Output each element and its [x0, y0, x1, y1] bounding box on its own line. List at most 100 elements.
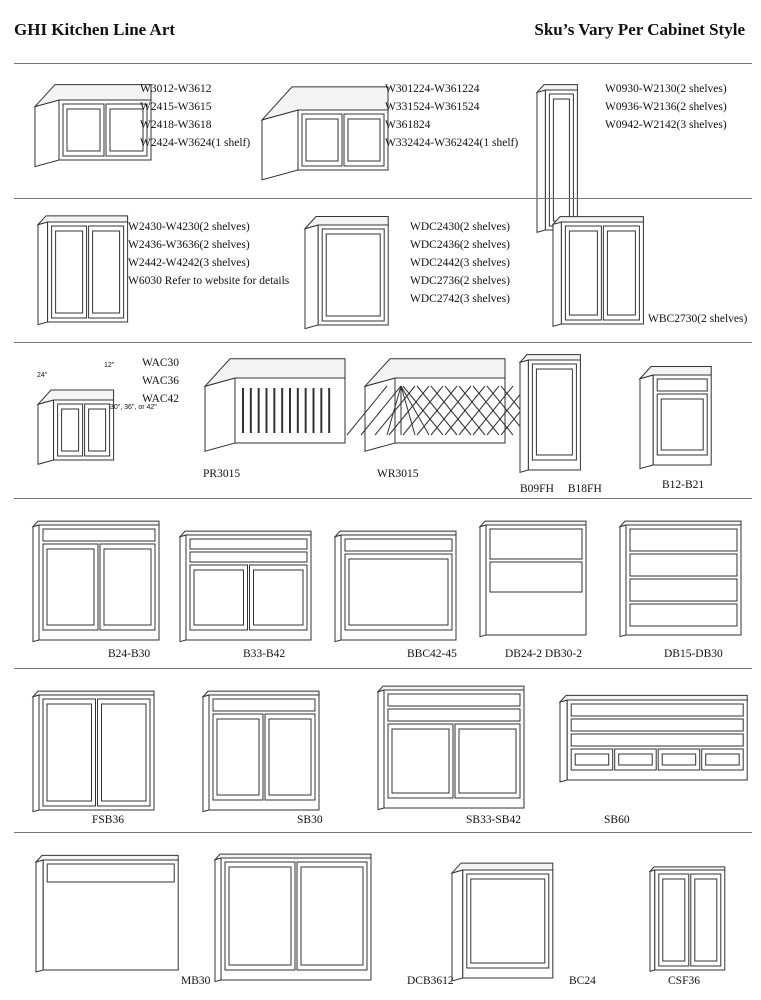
top-panel: [201, 690, 320, 698]
lattice: [472, 385, 514, 436]
lazy-susan-corner: [213, 853, 372, 983]
door-panel: [300, 866, 364, 966]
top-panel: [638, 366, 712, 380]
side-panel: [304, 224, 319, 330]
sku-label: WAC42: [142, 393, 180, 405]
sku-label: W2418-W3618: [140, 119, 212, 131]
door-panel: [88, 408, 107, 452]
lattice: [400, 385, 416, 436]
sku-label: WDC2736(2 shelves): [410, 275, 510, 287]
top-panel: [558, 694, 748, 703]
sku-label-group: CSF36: [668, 972, 700, 990]
top-panel: [33, 84, 152, 108]
drawer: [570, 733, 744, 747]
top-panel: [551, 216, 644, 226]
wall-cabinet-deep: [260, 86, 389, 181]
base-fill-hutch: [518, 354, 581, 473]
wall-cabinet-w30: [33, 84, 152, 168]
lattice: [416, 385, 458, 436]
side-panel: [214, 857, 222, 983]
top-panel: [535, 84, 578, 94]
plate-rack: [203, 358, 346, 452]
top-panel: [36, 215, 129, 226]
drawer: [387, 708, 521, 722]
side-panel: [32, 694, 40, 813]
door-panel: [325, 233, 381, 317]
sku-label: W0930-W2130(2 shelves): [605, 83, 727, 95]
door-panel: [66, 108, 101, 152]
door-panel: [103, 548, 152, 626]
door-panel: [568, 230, 598, 316]
top-panel: [36, 389, 115, 406]
sku-label: BBC42-45: [407, 648, 457, 660]
door-panel: [705, 753, 740, 766]
divider: [14, 198, 752, 199]
sku-label: FSB36: [92, 814, 124, 826]
sku-label-group: WDC2430(2 shelves)WDC2436(2 shelves)WDC2…: [410, 218, 510, 308]
sku-label: B09FH: [520, 483, 554, 495]
side-panel: [34, 99, 60, 168]
top-panel: [260, 86, 389, 121]
sku-label-group: BC24: [569, 972, 596, 990]
sku-label: B33-B42: [243, 648, 286, 660]
sku-label: W0936-W2136(2 shelves): [605, 101, 727, 113]
door-panel: [606, 230, 636, 316]
sku-label: W2415-W3615: [140, 101, 212, 113]
sku-label: WR3015: [377, 468, 419, 480]
door-panel: [535, 368, 573, 456]
side-panel: [179, 534, 187, 643]
top-panel: [31, 690, 155, 698]
drawer: [570, 703, 744, 717]
side-panel: [261, 109, 299, 181]
divider: [14, 832, 752, 833]
drawer: [46, 863, 175, 883]
top-panel: [213, 853, 372, 861]
sku-label: W0942-W2142(3 shelves): [605, 119, 727, 131]
base-diagonal-corner: [450, 862, 554, 982]
sku-label: DCB3612: [407, 975, 454, 987]
divider: [14, 498, 752, 499]
drawer: [489, 528, 583, 560]
sku-label-group: WR3015: [377, 465, 419, 483]
drawer: [189, 551, 308, 563]
drawer-base-4: [618, 520, 742, 638]
drawer: [629, 553, 738, 577]
sku-label-group: SB30: [297, 811, 323, 829]
door-panel: [470, 878, 546, 964]
lattice: [388, 385, 430, 436]
dimension-label: 30", 36", or 42": [110, 404, 157, 411]
side-panel: [552, 221, 562, 327]
sku-label: WAC36: [142, 375, 180, 387]
top-panel: [333, 530, 457, 538]
side-panel: [35, 859, 44, 973]
door-panel: [109, 108, 144, 152]
wall-diagonal-corner: [303, 216, 389, 330]
side-panel: [639, 374, 654, 470]
top-panel: [303, 216, 389, 230]
door-panel: [660, 398, 704, 451]
lattice: [430, 385, 472, 436]
drawer: [656, 378, 708, 392]
sku-label-group: B33-B42: [243, 645, 285, 663]
door-panel: [552, 98, 570, 222]
side-panel: [377, 689, 385, 811]
divider: [14, 63, 752, 64]
door-panel: [694, 878, 718, 962]
wall-cabinet-single: [535, 84, 578, 233]
door-panel: [348, 558, 449, 626]
drawer-base-2: [478, 520, 587, 638]
side-panel: [536, 89, 546, 233]
drawer: [42, 528, 156, 542]
sink-base-sb30: [201, 690, 320, 813]
door-panel: [46, 548, 95, 626]
sku-label-group: SB60: [604, 811, 630, 829]
door-panel: [101, 703, 147, 802]
base-b33: [178, 530, 312, 643]
side-panel: [559, 699, 568, 783]
top-panel: [648, 866, 726, 873]
lattice: [386, 385, 402, 436]
lattice: [458, 385, 500, 436]
door-panel: [268, 718, 312, 796]
